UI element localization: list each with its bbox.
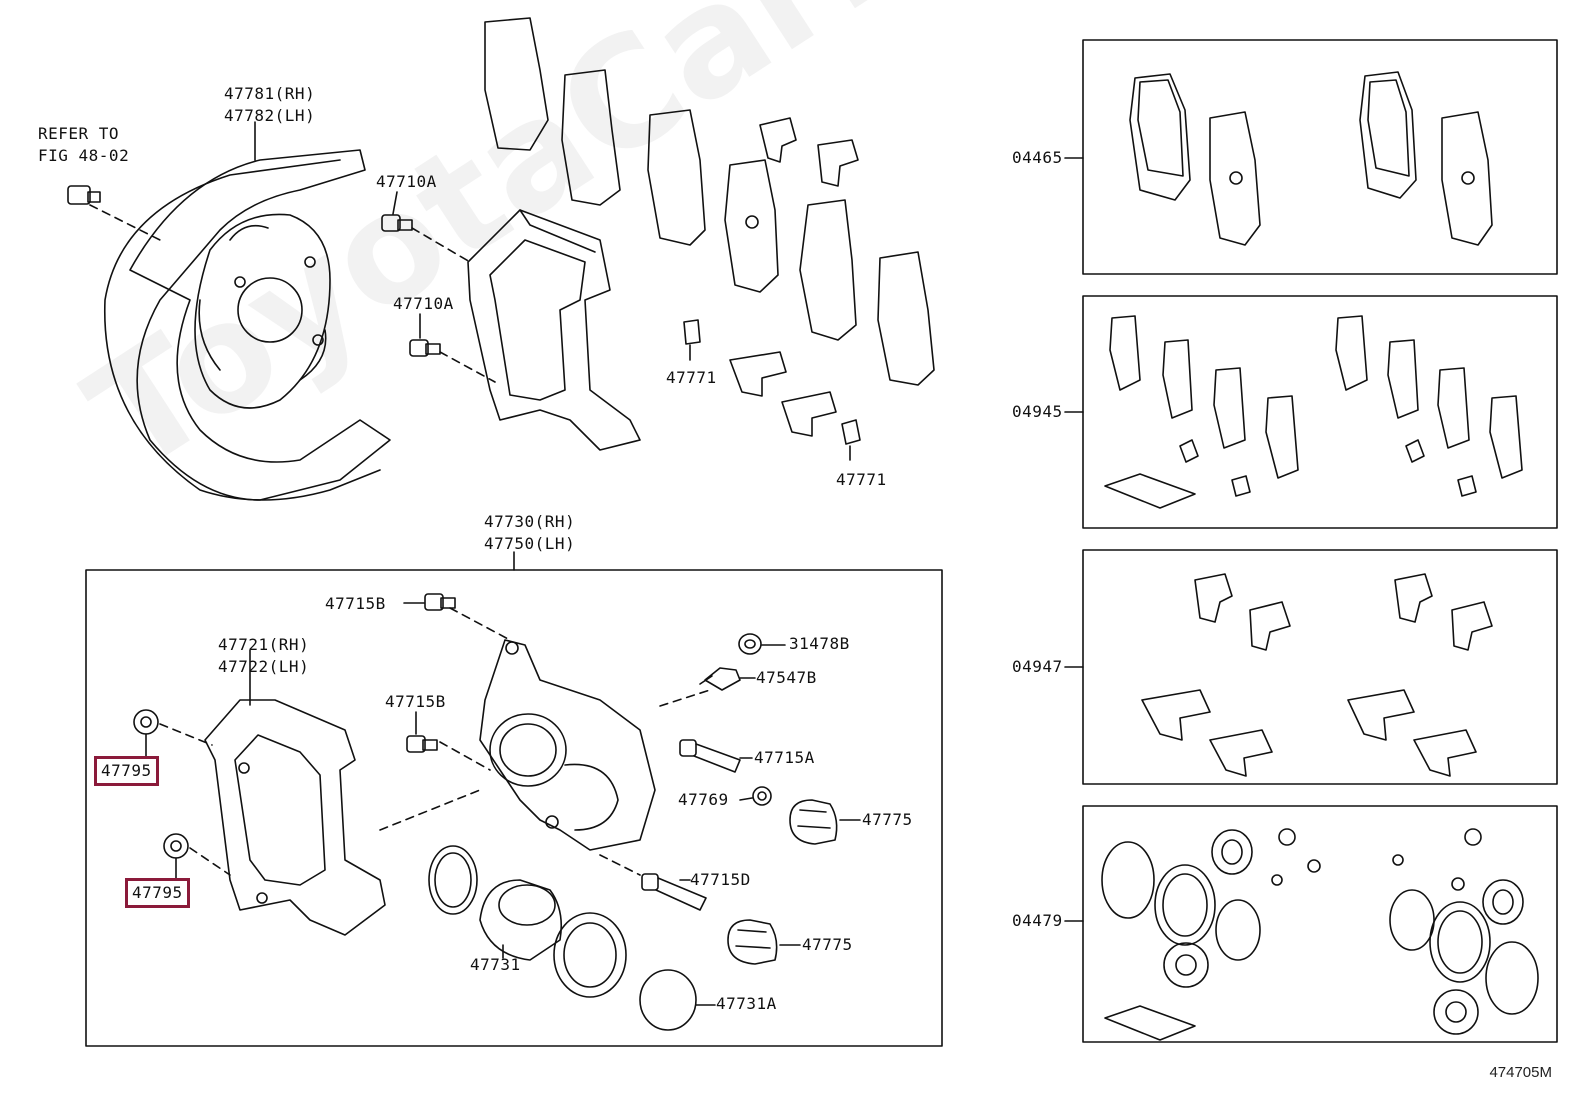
part-label-47710a-lower[interactable]: 47710A [393,294,454,313]
boot-lower-drawing [727,919,778,965]
part-label-47722[interactable]: 47722(LH) [218,657,310,676]
part-label-47731a[interactable]: 47731A [716,994,777,1013]
kit-box-shims [1082,295,1558,529]
kit-label-04465[interactable]: 04465 [1012,148,1063,167]
caliper-mount-upper-drawing [467,209,641,451]
plug-upper-drawing [133,709,159,735]
dust-boot-drawing [553,912,627,998]
part-label-47771-upper[interactable]: 47771 [666,368,717,387]
mount-bolts-drawing [381,214,441,357]
slide-pin-d-drawing [641,873,707,911]
kit-clips-drawing [1141,573,1493,777]
part-label-47782[interactable]: 47782(LH) [224,106,316,125]
bush-drawing [752,786,772,806]
part-label-47769[interactable]: 47769 [678,790,729,809]
bleeder-parts-drawing [699,633,762,691]
boot-upper-drawing [789,799,838,845]
part-label-47750[interactable]: 47750(LH) [484,534,576,553]
part-label-47795-upper[interactable]: 47795 [94,756,159,786]
caliper-mount-lower-drawing [204,699,386,936]
kit-seals-drawing [1101,828,1539,1041]
part-label-47721[interactable]: 47721(RH) [218,635,310,654]
kit-label-04945[interactable]: 04945 [1012,402,1063,421]
piston-seal-drawing [428,845,478,915]
kit-box-pads [1082,39,1558,275]
caliper-bolts-drawing [406,593,456,753]
figure-code: 474705M [1489,1064,1552,1081]
kit-label-04947[interactable]: 04947 [1012,657,1063,676]
part-label-47775-lower[interactable]: 47775 [802,935,853,954]
part-label-47715a[interactable]: 47715A [754,748,815,767]
kit-box-clips [1082,549,1558,785]
part-label-47771-lower[interactable]: 47771 [836,470,887,489]
part-label-47775-upper[interactable]: 47775 [862,810,913,829]
kit-label-04479[interactable]: 04479 [1012,911,1063,930]
slide-pin-a-drawing [679,739,741,773]
part-label-47710a-upper[interactable]: 47710A [376,172,437,191]
piston-seal-ring-drawing [639,969,697,1031]
part-label-47731[interactable]: 47731 [470,955,521,974]
kit-box-seals [1082,805,1558,1043]
kit-shims-drawing [1104,315,1523,509]
brake-pads-drawing [484,17,935,445]
part-label-47547b[interactable]: 47547B [756,668,817,687]
shield-bolt-drawing [67,185,101,205]
part-label-47730[interactable]: 47730(RH) [484,512,576,531]
part-label-47715d[interactable]: 47715D [690,870,751,889]
part-label-47795-lower[interactable]: 47795 [125,878,190,908]
part-label-47715b-upper[interactable]: 47715B [325,594,386,613]
part-label-47781[interactable]: 47781(RH) [224,84,316,103]
dust-shield-drawing [103,149,391,501]
refer-to-label: REFER TO [38,124,120,143]
part-label-47715b-lower[interactable]: 47715B [385,692,446,711]
plug-lower-drawing [163,833,189,859]
piston-drawing [479,879,563,961]
fig-ref-link[interactable]: FIG 48-02 [38,146,130,165]
part-label-31478b[interactable]: 31478B [789,634,850,653]
caliper-body-drawing [479,639,656,851]
kit-pads-drawing [1129,71,1493,246]
